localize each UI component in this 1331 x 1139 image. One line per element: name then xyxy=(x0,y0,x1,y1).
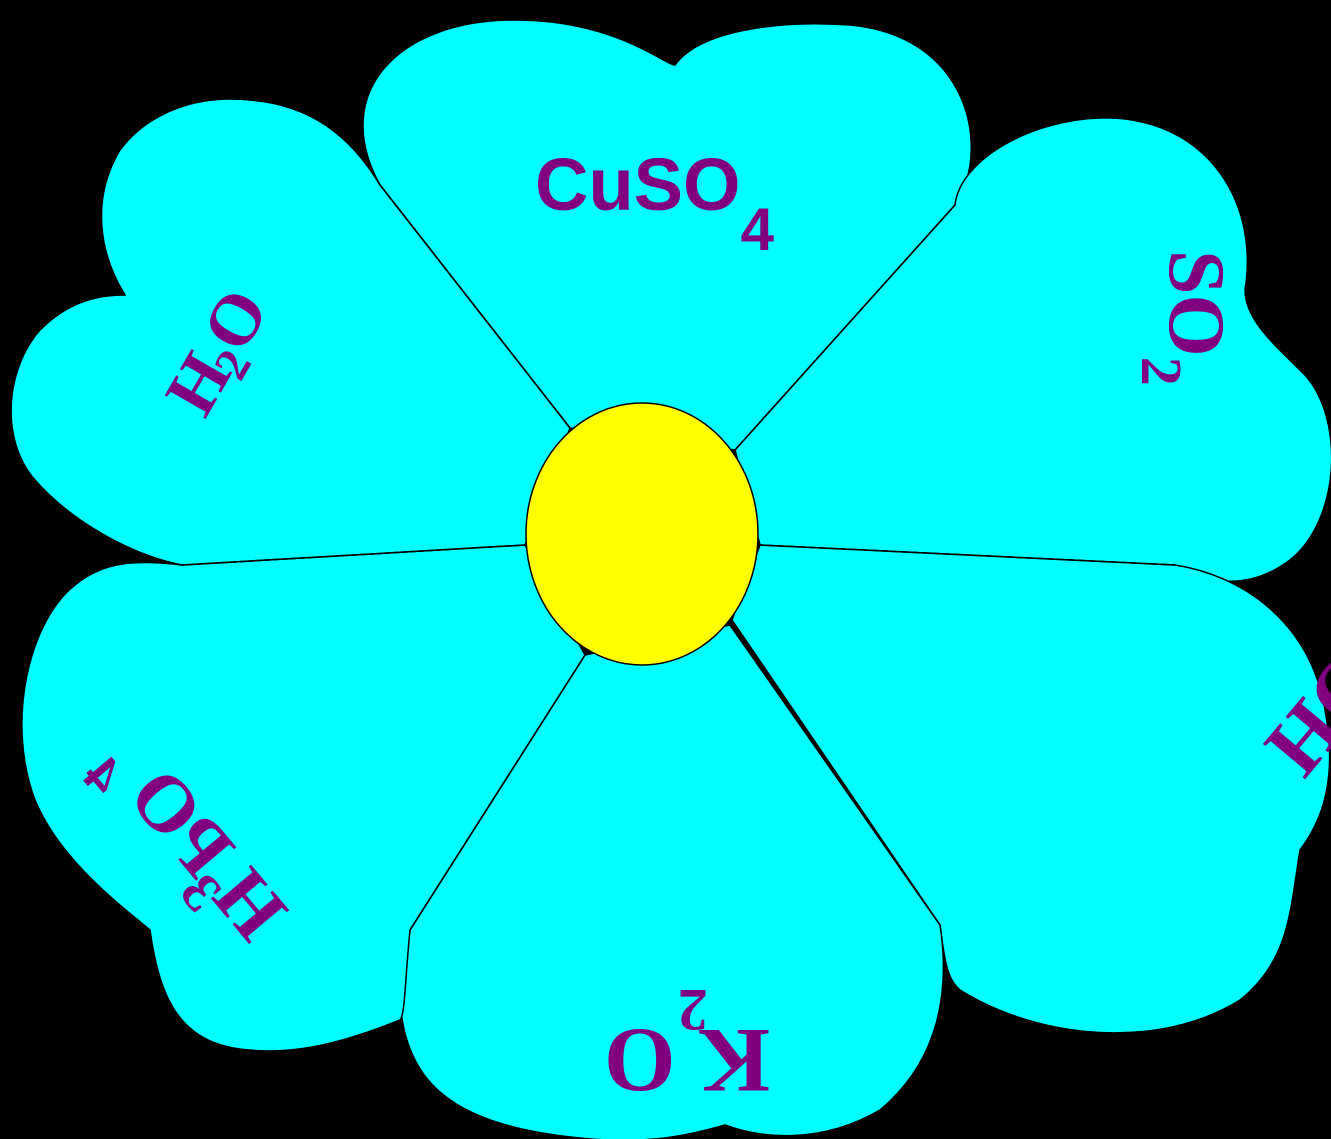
label-cuso4-main: CuSO xyxy=(535,143,741,226)
flower-center xyxy=(526,403,758,665)
label-cuso4-sub: 4 xyxy=(741,196,775,263)
label-so2-main: SO xyxy=(1152,250,1240,357)
label-so2-sub: 2 xyxy=(1129,357,1194,386)
label-k2o-sub: 2 xyxy=(678,977,708,1043)
